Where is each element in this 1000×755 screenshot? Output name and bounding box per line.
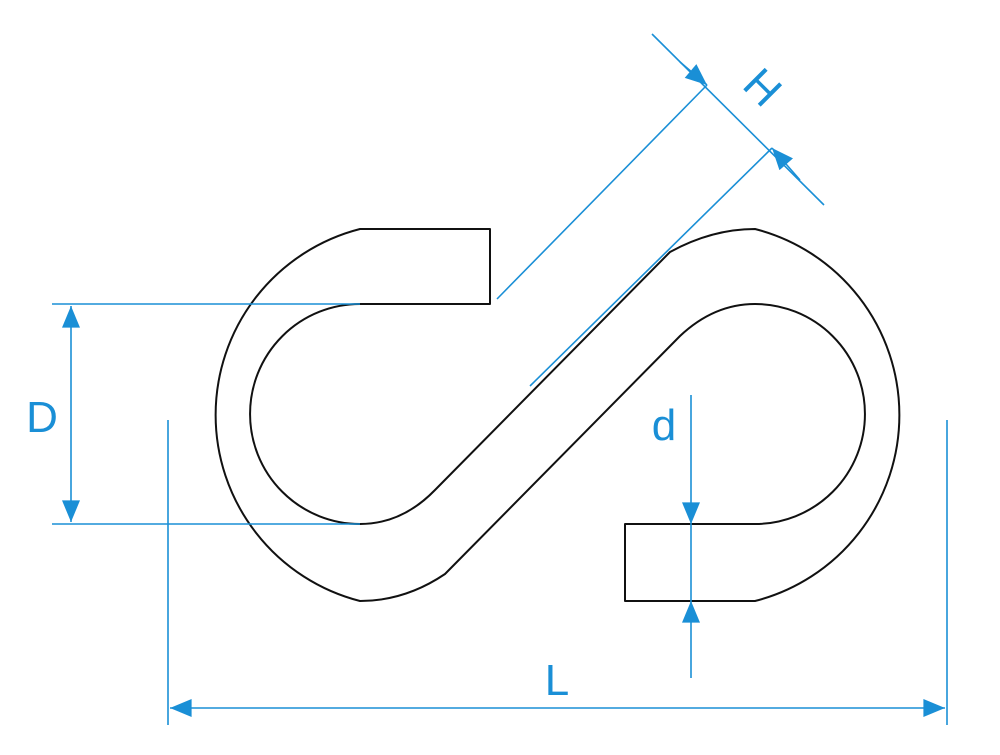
dimension-d-inner-diameter: D bbox=[26, 303, 360, 525]
h-dimension-line bbox=[651, 33, 825, 206]
h-arrow-2 bbox=[771, 147, 801, 181]
dimension-annotations: H D d L bbox=[26, 33, 948, 725]
dimension-l-length: L bbox=[167, 420, 948, 725]
l-label: L bbox=[545, 656, 569, 705]
h-arrow-1 bbox=[679, 61, 708, 86]
d-upper-label: D bbox=[26, 393, 58, 442]
h-extension-line-2 bbox=[529, 147, 773, 387]
h-label: H bbox=[734, 59, 791, 116]
s-hook-shape bbox=[214, 228, 901, 602]
wire-d-label: d bbox=[652, 401, 676, 450]
h-extension-line-1 bbox=[496, 84, 708, 300]
dimension-h: H bbox=[496, 33, 825, 387]
dimension-d-wire-diameter: d bbox=[652, 395, 700, 678]
s-hook-outline bbox=[214, 228, 901, 602]
